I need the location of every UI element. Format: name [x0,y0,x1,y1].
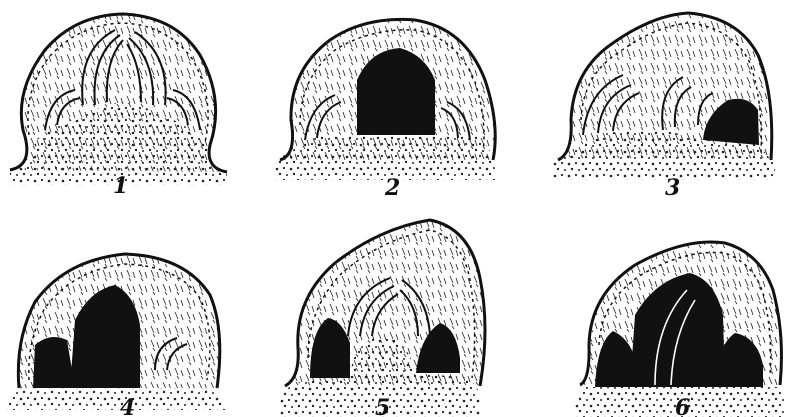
sand-base [5,388,227,410]
panel-number: 1 [113,173,128,199]
panel-number: 2 [384,175,400,201]
panel-number: 3 [665,175,680,201]
panel-3: 3 [553,13,775,201]
panel-1: 1 [10,14,227,199]
panel-number: 6 [675,395,690,417]
panel-6: 6 [575,242,785,417]
panel-5: 5 [280,220,485,417]
panel-2: 2 [275,19,497,201]
panel-number: 5 [375,395,390,417]
panel-number: 4 [120,395,135,417]
sand-base [275,135,497,180]
panel-4: 4 [5,254,227,417]
